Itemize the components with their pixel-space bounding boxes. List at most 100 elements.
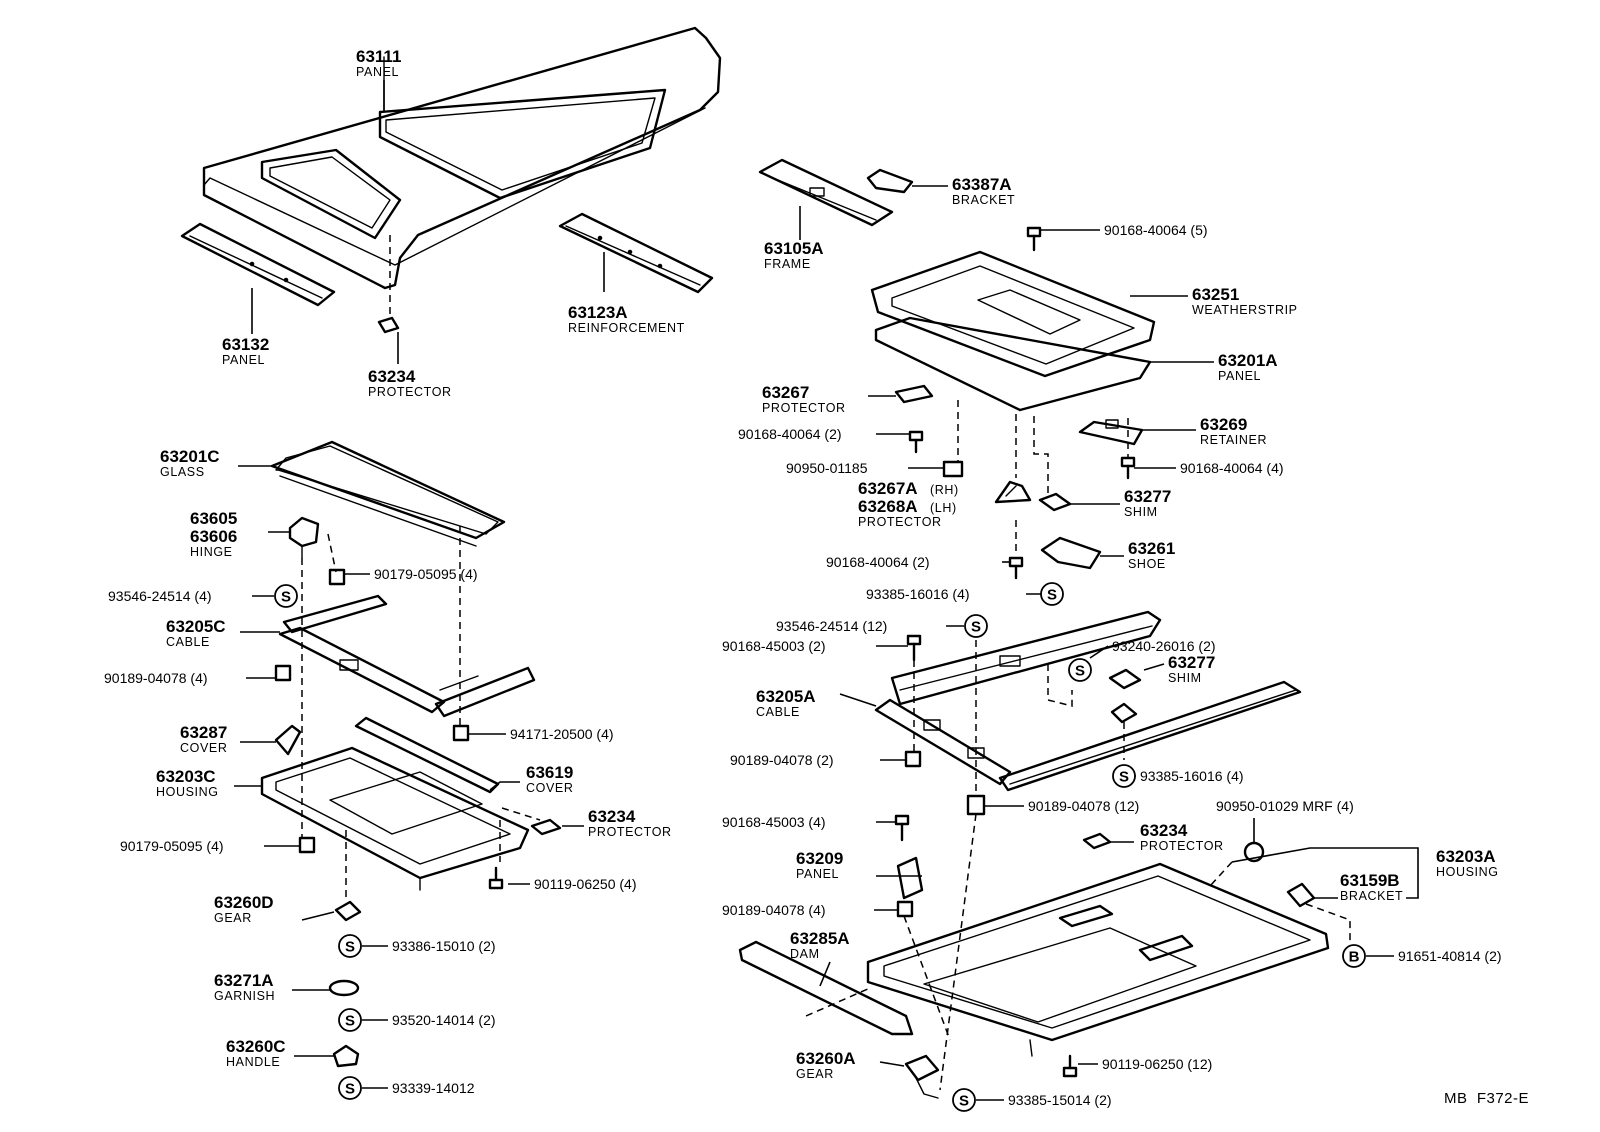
svg-text:S: S	[345, 1013, 355, 1030]
part-name-63287: COVER	[180, 741, 227, 755]
garnish-drawing	[328, 979, 360, 997]
svg-text:S: S	[1047, 587, 1057, 604]
hw-94171-20500: 94171-20500 (4)	[510, 726, 614, 742]
hw-90950-01185: 90950-01185	[786, 460, 868, 476]
part-number-63260C: 63260C	[226, 1037, 286, 1056]
part-number-63205C: 63205C	[166, 617, 226, 636]
part-number-63269: 63269	[1200, 415, 1247, 434]
part-number-63234-top: 63234	[368, 367, 416, 386]
part-name-63203A: HOUSING	[1436, 865, 1499, 879]
hw-90189-04078-4a: 90189-04078 (4)	[104, 670, 208, 686]
symbol-s-2: S	[964, 614, 988, 638]
part-name-63267: PROTECTOR	[762, 401, 846, 415]
part-name-63619: COVER	[526, 781, 573, 795]
symbol-s-4: S	[1112, 764, 1136, 788]
part-suffix-63268A: (LH)	[930, 501, 957, 515]
symbol-s-6: S	[274, 584, 298, 608]
part-number-63287: 63287	[180, 723, 227, 742]
symbol-s-3: S	[1068, 658, 1092, 682]
part-number-63105A: 63105A	[764, 239, 824, 258]
part-name-63387A: BRACKET	[952, 193, 1015, 207]
svg-text:S: S	[281, 589, 291, 606]
part-number-63267A: 63267A	[858, 479, 918, 498]
part-name-63201C: GLASS	[160, 465, 205, 479]
reinforcement-drawing	[558, 212, 714, 294]
part-number-63387A: 63387A	[952, 175, 1012, 194]
hw-93546-24514-12: 93546-24514 (12)	[776, 618, 887, 634]
part-number-63234-right: 63234	[1140, 821, 1188, 840]
svg-text:B: B	[1349, 949, 1360, 966]
part-name-63123A: REINFORCEMENT	[568, 321, 685, 335]
housing-63203A-drawing	[866, 862, 1330, 1057]
part-name-63234-right: PROTECTOR	[1140, 839, 1224, 853]
svg-text:S: S	[345, 939, 355, 956]
part-name-63271A: GARNISH	[214, 989, 275, 1003]
symbol-b-1: B	[1342, 944, 1366, 968]
hw-90168-40064-5: 90168-40064 (5)	[1104, 222, 1208, 238]
part-name-63269: RETAINER	[1200, 433, 1267, 447]
part-name-63251: WEATHERSTRIP	[1192, 303, 1298, 317]
part-number-63277-lower: 63277	[1168, 653, 1215, 672]
hw-90179-05095-4a: 90179-05095 (4)	[374, 566, 478, 582]
bolt-lower-right	[1062, 1054, 1078, 1078]
housing-63203C-drawing	[260, 746, 530, 891]
svg-text:S: S	[959, 1093, 969, 1110]
cover-63287-drawing	[274, 724, 302, 756]
hw-90168-40064-2a: 90168-40064 (2)	[738, 426, 842, 442]
part-name-63111: PANEL	[356, 65, 399, 79]
hw-90168-45003-2: 90168-45003 (2)	[722, 638, 826, 654]
shim-lower-drawing	[1108, 668, 1142, 724]
panel-63132-drawing	[180, 222, 336, 307]
svg-text:S: S	[1075, 663, 1085, 680]
part-name-63277-upper: SHIM	[1124, 505, 1158, 519]
part-number-63277-upper: 63277	[1124, 487, 1171, 506]
bracket-63387A-drawing	[866, 168, 914, 194]
glass-drawing	[270, 440, 506, 547]
part-number-63260D: 63260D	[214, 893, 274, 912]
fasteners-mid-right	[894, 634, 1265, 918]
protector-top-drawing	[377, 316, 400, 334]
part-number-63234-left: 63234	[588, 807, 636, 826]
leader-lines	[234, 80, 1419, 1101]
part-number-63203C: 63203C	[156, 767, 216, 786]
hw-93385-16016-4a: 93385-16016 (4)	[866, 586, 970, 602]
figure-reference: MB F372-E	[1444, 1090, 1529, 1107]
panel-63201A-drawing	[874, 316, 1152, 412]
part-number-63619: 63619	[526, 763, 573, 782]
hw-90179-05095-4b: 90179-05095 (4)	[120, 838, 224, 854]
part-name-63132: PANEL	[222, 353, 265, 367]
cable-63205A-drawing	[874, 610, 1302, 792]
protector-right-drawing	[1082, 832, 1112, 850]
protector-left-drawing	[530, 818, 562, 836]
part-number-63606: 63606	[190, 527, 237, 546]
part-name-63261: SHOE	[1128, 557, 1166, 571]
protector-63267A-drawing	[994, 480, 1032, 504]
part-name-63606: HINGE	[190, 545, 233, 559]
part-name-63268A: PROTECTOR	[858, 515, 942, 529]
handle-drawing	[332, 1044, 360, 1068]
dam-drawing	[738, 940, 914, 1036]
bracket-63159B-drawing	[1286, 882, 1316, 908]
hw-93385-15014: 93385-15014 (2)	[1008, 1092, 1112, 1108]
part-name-63209: PANEL	[796, 867, 839, 881]
gear-63260D-drawing	[334, 900, 362, 922]
hw-90168-40064-4: 90168-40064 (4)	[1180, 460, 1284, 476]
roof-panel-drawing	[202, 26, 722, 290]
symbol-s-8: S	[338, 1008, 362, 1032]
hw-90189-04078-12: 90189-04078 (12)	[1028, 798, 1139, 814]
svg-text:S: S	[1119, 769, 1129, 786]
part-name-63285A: DAM	[790, 947, 820, 961]
part-name-63234-left: PROTECTOR	[588, 825, 672, 839]
cover-63619-drawing	[354, 716, 500, 794]
part-number-63111: 63111	[356, 47, 401, 66]
weatherstrip-drawing	[870, 250, 1156, 378]
part-number-63268A: 63268A	[858, 497, 918, 516]
part-name-63203C: HOUSING	[156, 785, 219, 799]
hw-93240-26016: 93240-26016 (2)	[1112, 638, 1216, 654]
part-number-63123A: 63123A	[568, 303, 628, 322]
part-name-63260C: HANDLE	[226, 1055, 280, 1069]
hw-93520-14014: 93520-14014 (2)	[392, 1012, 496, 1028]
hw-90168-40064-2b: 90168-40064 (2)	[826, 554, 930, 570]
symbol-s-1: S	[1040, 582, 1064, 606]
part-number-63260A: 63260A	[796, 1049, 856, 1068]
